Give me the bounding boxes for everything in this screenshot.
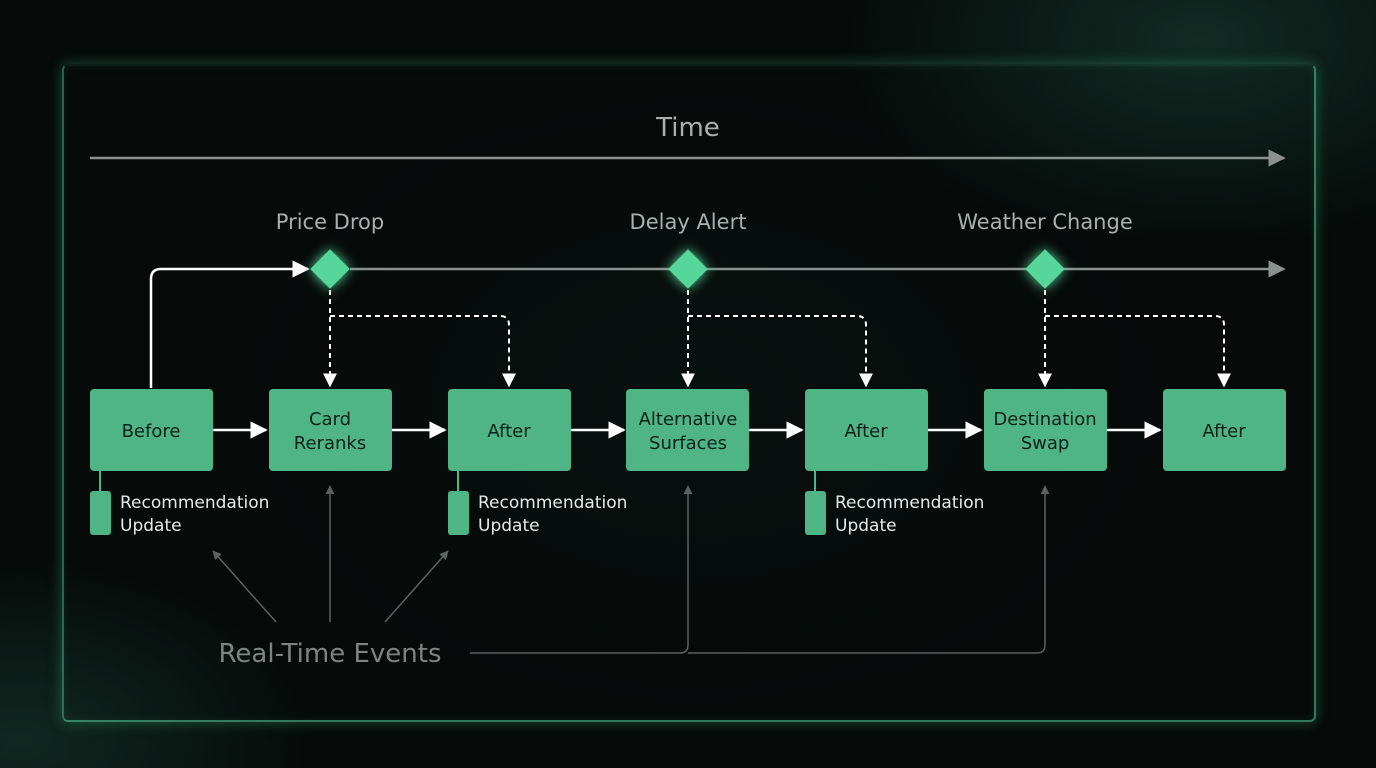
glow-frame xyxy=(62,64,1316,722)
recommendation-update-3: Recommendation Update xyxy=(805,471,984,536)
event-label-delay-alert: Delay Alert xyxy=(630,210,747,234)
event-label-price-drop: Price Drop xyxy=(276,210,384,234)
dashed-drop-weather-after xyxy=(1045,315,1231,388)
state-box-alternative-surfaces: Alternative Surfaces xyxy=(626,389,749,471)
time-label: Time xyxy=(655,113,720,143)
update-label-line2: Update xyxy=(478,516,540,536)
update-label-line1: Recommendation xyxy=(835,493,984,513)
state-label-line2: Swap xyxy=(1021,433,1070,454)
event-diamond-weather-change xyxy=(1025,249,1065,289)
event-label-weather-change: Weather Change xyxy=(957,210,1133,234)
realtime-event-pointers xyxy=(212,485,1050,654)
state-box-destination-swap: Destination Swap xyxy=(984,389,1107,471)
state-label: After xyxy=(487,421,531,442)
dashed-drop-delay-after xyxy=(688,315,873,388)
state-label: Before xyxy=(122,421,181,442)
state-label-line1: Destination xyxy=(993,409,1096,430)
event-dashed-connectors xyxy=(323,290,1231,388)
state-box-after-3: After xyxy=(1163,389,1286,471)
state-box-card-reranks: Card Reranks xyxy=(269,389,392,471)
update-label-line1: Recommendation xyxy=(478,493,627,513)
dashed-drop-price-after xyxy=(330,315,516,388)
update-label-line2: Update xyxy=(120,516,182,536)
state-label: After xyxy=(1202,421,1246,442)
realtime-events-label: Real-Time Events xyxy=(219,639,442,669)
update-label-line1: Recommendation xyxy=(120,493,269,513)
recommendation-update-2: Recommendation Update xyxy=(448,471,627,536)
state-label: After xyxy=(844,421,888,442)
state-box-after-2: After xyxy=(805,389,928,471)
before-to-event-connector xyxy=(149,260,310,388)
state-label-line2: Reranks xyxy=(294,433,366,454)
event-diamond-delay-alert xyxy=(668,249,708,289)
state-label-line2: Surfaces xyxy=(649,433,727,454)
update-label-line2: Update xyxy=(835,516,897,536)
state-box-before: Before xyxy=(90,389,213,471)
state-label-line1: Alternative xyxy=(639,409,738,430)
event-diamond-price-drop xyxy=(310,249,350,289)
state-label-line1: Card xyxy=(309,409,351,430)
recommendation-update-1: Recommendation Update xyxy=(90,471,269,536)
state-box-after-1: After xyxy=(448,389,571,471)
